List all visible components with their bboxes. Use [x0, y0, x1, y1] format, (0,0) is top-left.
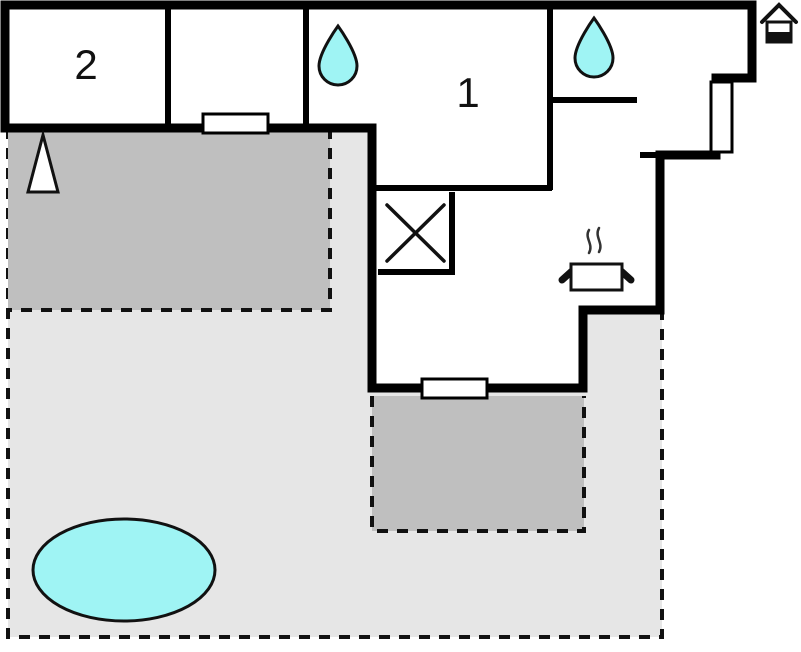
room-label-1: 1	[456, 69, 479, 116]
house-entrance-icon	[760, 2, 798, 44]
cross-mark-icon	[385, 203, 446, 263]
door-opening-top[interactable]	[201, 112, 270, 135]
terrace-dark-area-lower	[370, 396, 586, 533]
door-opening-terrace[interactable]	[420, 377, 489, 400]
interior-walls	[165, 5, 716, 275]
swimming-pool	[31, 517, 217, 623]
exterior-walls	[0, 0, 757, 393]
door-opening-right[interactable]	[709, 80, 734, 154]
parasol-triangle-icon	[26, 129, 60, 194]
terrace-dark-area-upper	[8, 128, 332, 312]
cooking-pot-icon	[558, 226, 635, 292]
water-drop-icon	[317, 23, 359, 87]
water-drop-icon	[573, 15, 615, 79]
room-label-2: 2	[74, 41, 97, 88]
